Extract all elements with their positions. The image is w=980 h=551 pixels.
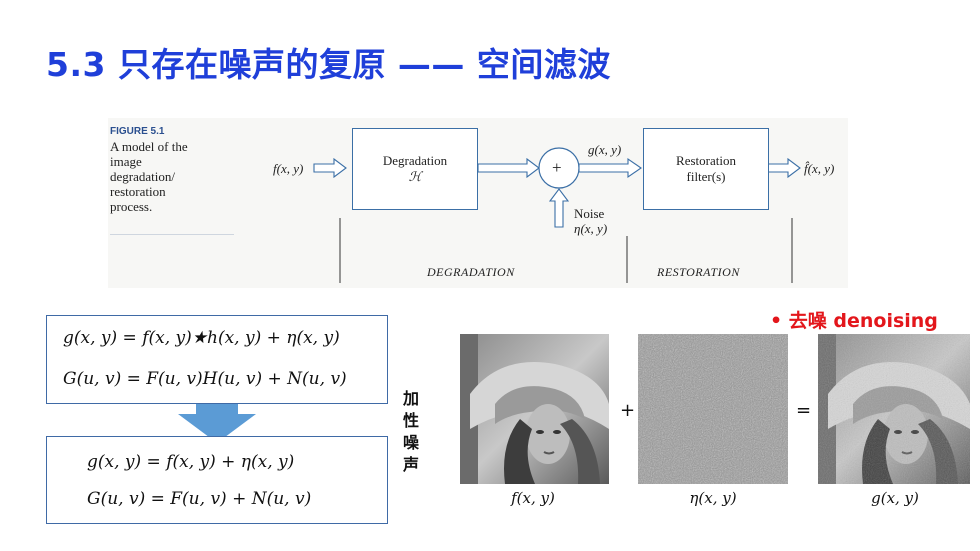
restoration-label-2: filter(s) xyxy=(686,169,726,184)
caption-line: process. xyxy=(110,199,153,214)
page-title: 5.3 只存在噪声的复原 —— 空间滤波 xyxy=(46,45,611,84)
noise-symbol: η(x, y) xyxy=(574,221,608,236)
section-degradation: DEGRADATION xyxy=(427,265,515,279)
equals-operator: = xyxy=(796,400,812,421)
caption-line: image xyxy=(110,154,142,169)
plus-symbol: + xyxy=(552,158,562,177)
caption-divider xyxy=(110,234,234,235)
caption-line: degradation/ xyxy=(110,169,175,184)
section-restoration: RESTORATION xyxy=(657,265,740,279)
equation-frequency: G(u, v) = F(u, v)H(u, v) + N(u, v) xyxy=(63,369,347,389)
degraded-image xyxy=(818,334,970,484)
equation-spatial-additive: g(x, y) = f(x, y) + η(x, y) xyxy=(87,452,295,472)
degradation-box: Degradation ℋ xyxy=(352,128,478,210)
degradation-symbol: ℋ xyxy=(408,169,422,184)
additive-noise-label: 加性噪声 xyxy=(402,389,419,474)
original-image xyxy=(460,334,609,484)
arrow-output xyxy=(767,157,801,179)
equation-spatial: g(x, y) = f(x, y)★h(x, y) + η(x, y) xyxy=(63,328,340,348)
figure-label: FIGURE 5.1 xyxy=(110,126,165,137)
noise-label: Noise η(x, y) xyxy=(574,206,607,236)
caption-line: A model of the xyxy=(110,139,188,154)
restoration-label-1: Restoration xyxy=(676,153,736,168)
restoration-box: Restoration filter(s) xyxy=(643,128,769,210)
caption-line: restoration xyxy=(110,184,166,199)
arrow-input xyxy=(313,157,347,179)
caption-noise: η(x, y) xyxy=(689,489,737,507)
arrow-to-restoration xyxy=(578,157,642,179)
noise-image xyxy=(638,334,788,484)
arrow-to-sum xyxy=(477,157,540,179)
caption-degraded: g(x, y) xyxy=(871,489,919,507)
degradation-label: Degradation xyxy=(382,153,448,168)
caption-original: f(x, y) xyxy=(511,489,555,507)
arrow-noise xyxy=(548,188,570,228)
input-label: f(x, y) xyxy=(273,161,304,176)
noise-text: Noise xyxy=(574,206,605,221)
figure-caption: FIGURE 5.1 A model of the image degradat… xyxy=(110,124,235,214)
plus-operator: + xyxy=(620,400,636,421)
equation-box-additive: g(x, y) = f(x, y) + η(x, y) G(u, v) = F(… xyxy=(46,436,388,524)
g-label: g(x, y) xyxy=(588,142,622,157)
output-label: f̂(x, y) xyxy=(804,161,835,176)
equation-frequency-additive: G(u, v) = F(u, v) + N(u, v) xyxy=(87,489,312,509)
down-arrow xyxy=(178,396,256,443)
equation-box-general: g(x, y) = f(x, y)★h(x, y) + η(x, y) G(u,… xyxy=(46,315,388,404)
denoising-label: • 去噪 denoising xyxy=(770,310,938,332)
